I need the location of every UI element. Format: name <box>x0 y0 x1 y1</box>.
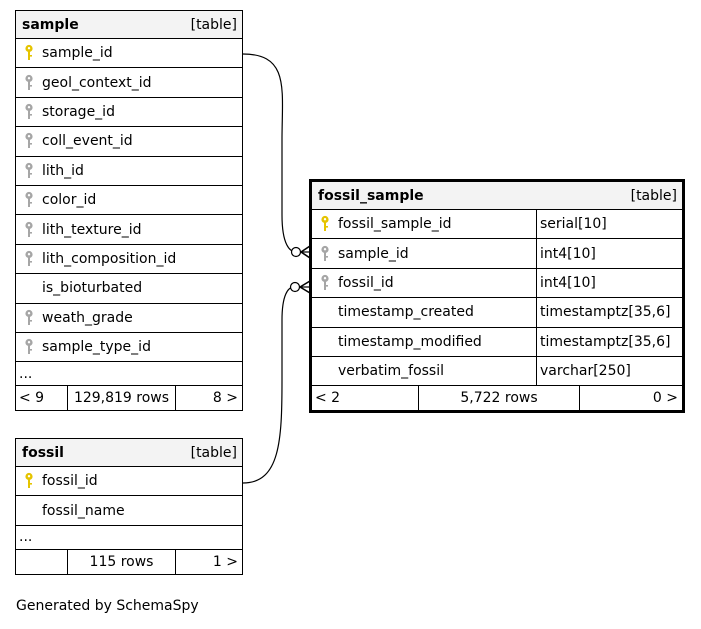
foreign-key-icon <box>16 103 42 121</box>
column-name: color_id <box>42 192 97 209</box>
column-row[interactable]: sample_id int4[10] <box>312 239 682 269</box>
row-count: 5,722 rows <box>419 386 580 411</box>
column-row[interactable]: verbatim_fossil varchar[250] <box>312 356 682 387</box>
primary-key-icon <box>16 472 42 490</box>
column-type: int4[10] <box>536 239 682 268</box>
column-row[interactable]: is_bioturbated <box>16 274 242 304</box>
column-name: timestamp_created <box>338 304 474 321</box>
foreign-key-icon <box>16 338 42 356</box>
table-header: fossil_sample [table] <box>312 182 682 210</box>
crows-foot-marker <box>300 245 311 259</box>
column-row[interactable]: sample_type_id <box>16 333 242 363</box>
crows-foot-marker <box>299 280 311 294</box>
column-type: int4[10] <box>536 268 682 298</box>
column-row[interactable]: timestamp_created timestamptz[35,6] <box>312 298 682 328</box>
column-name: fossil_name <box>42 502 125 519</box>
table-name: fossil_sample <box>318 187 424 204</box>
column-row[interactable]: geol_context_id <box>16 68 242 98</box>
table-footer: < 9 129,819 rows 8 > <box>16 386 242 411</box>
column-type: varchar[250] <box>536 356 682 386</box>
children-count: 0 > <box>652 390 678 407</box>
table-name: fossil <box>22 444 64 461</box>
table-footer: < 2 5,722 rows 0 > <box>312 386 682 411</box>
foreign-key-icon <box>312 245 338 263</box>
parents-count <box>16 549 68 574</box>
optional-marker <box>289 281 301 293</box>
column-name: fossil_id <box>42 473 98 490</box>
column-row[interactable]: storage_id <box>16 98 242 128</box>
table-header: fossil [table] <box>16 439 242 467</box>
table-header: sample [table] <box>16 11 242 39</box>
primary-key-icon <box>16 44 42 62</box>
column-list: fossil_sample_id serial[10] sample_id int4[… <box>312 210 682 387</box>
column-row[interactable]: lith_texture_id <box>16 215 242 245</box>
column-row[interactable]: lith_id <box>16 157 242 186</box>
column-type: timestamptz[35,6] <box>536 327 682 356</box>
column-row[interactable]: fossil_id <box>16 467 242 497</box>
foreign-key-icon <box>16 132 42 150</box>
more-columns-ellipsis: ... <box>16 362 242 387</box>
column-row[interactable]: lith_composition_id <box>16 245 242 275</box>
foreign-key-icon <box>16 162 42 180</box>
column-row[interactable]: timestamp_modified timestamptz[35,6] <box>312 327 682 357</box>
parents-count[interactable]: < 2 <box>312 386 419 411</box>
children-count[interactable]: 1 > <box>212 553 238 570</box>
column-name: geol_context_id <box>42 74 152 91</box>
column-name: fossil_sample_id <box>338 216 452 233</box>
column-type: serial[10] <box>536 210 682 239</box>
column-row[interactable]: color_id <box>16 186 242 216</box>
column-name: sample_id <box>42 45 113 62</box>
column-list: fossil_id fossil_name <box>16 467 242 526</box>
column-type: timestamptz[35,6] <box>536 298 682 327</box>
column-name: lith_id <box>42 162 84 179</box>
column-name: lith_texture_id <box>42 221 142 238</box>
relationship-sample-to-fossil-sample[interactable] <box>242 53 297 253</box>
parents-count[interactable]: < 9 <box>16 386 68 411</box>
column-row[interactable]: fossil_id int4[10] <box>312 268 682 299</box>
column-name: weath_grade <box>42 309 133 326</box>
column-row[interactable]: sample_id <box>16 39 242 69</box>
row-count: 129,819 rows <box>68 386 176 411</box>
foreign-key-icon <box>16 191 42 209</box>
table-footer: 115 rows 1 > <box>16 549 242 574</box>
column-name: fossil_id <box>338 274 394 291</box>
relationship-fossil-to-fossil-sample[interactable] <box>242 286 295 484</box>
table-fossil-sample[interactable]: fossil_sample [table] fossil_sample_id se… <box>309 179 685 414</box>
column-row[interactable]: fossil_name <box>16 496 242 526</box>
table-kind: [table] <box>630 187 677 204</box>
foreign-key-icon <box>16 250 42 268</box>
foreign-key-icon <box>312 274 338 292</box>
children-count[interactable]: 8 > <box>212 390 238 407</box>
column-name: timestamp_modified <box>338 333 482 350</box>
column-list: sample_id geol_context_id storage_id coll_e… <box>16 39 242 363</box>
column-row[interactable]: weath_grade <box>16 304 242 333</box>
more-columns-ellipsis: ... <box>16 526 242 550</box>
column-name: storage_id <box>42 103 115 120</box>
column-name: sample_type_id <box>42 339 151 356</box>
table-name: sample <box>22 16 79 33</box>
generated-by-caption: Generated by SchemaSpy <box>16 598 199 614</box>
row-count: 115 rows <box>68 549 176 574</box>
foreign-key-icon <box>16 221 42 239</box>
optional-marker <box>290 246 302 258</box>
column-name: lith_composition_id <box>42 250 177 267</box>
column-name: is_bioturbated <box>42 280 143 297</box>
foreign-key-icon <box>16 309 42 327</box>
column-name: sample_id <box>338 245 409 262</box>
table-kind: [table] <box>190 16 237 33</box>
table-kind: [table] <box>190 444 237 461</box>
foreign-key-icon <box>16 74 42 92</box>
column-row[interactable]: coll_event_id <box>16 127 242 157</box>
column-row[interactable]: fossil_sample_id serial[10] <box>312 210 682 240</box>
primary-key-icon <box>312 215 338 233</box>
column-name: coll_event_id <box>42 133 133 150</box>
column-name: verbatim_fossil <box>338 363 444 380</box>
